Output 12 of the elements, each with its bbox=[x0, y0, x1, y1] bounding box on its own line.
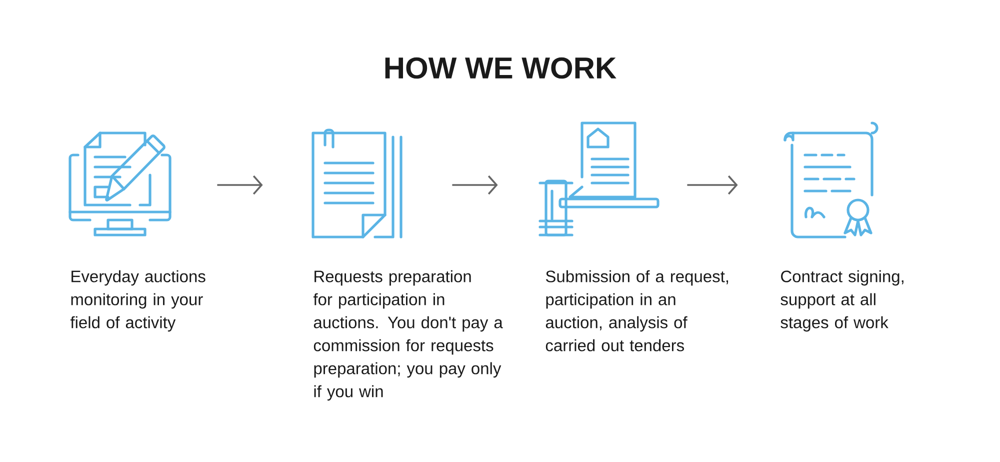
step-description: Everyday auctions monitoring in your field of activity bbox=[70, 270, 206, 332]
title: HOW WE WORK bbox=[385, 57, 616, 79]
step-description: Submission of a request, participation in an auction, analysis of carried out tenders bbox=[546, 270, 728, 352]
gavel-document-drawing bbox=[538, 122, 660, 236]
arrow bbox=[217, 175, 263, 195]
certificate-drawing bbox=[784, 122, 878, 238]
monitor-document-drawing bbox=[68, 132, 172, 236]
document-drawing bbox=[312, 128, 402, 238]
step-description: Contract signing, support at all stages of work bbox=[780, 270, 904, 332]
arrow bbox=[452, 175, 498, 195]
arrow bbox=[687, 175, 738, 195]
step-description: Requests preparation for participation in auctions. You don't pay a commission for requests preparation; you pay only if you win bbox=[313, 270, 503, 401]
